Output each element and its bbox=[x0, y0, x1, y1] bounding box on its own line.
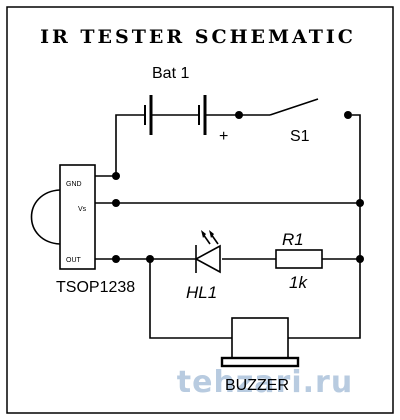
switch-symbol bbox=[269, 98, 319, 116]
wire-gnd-to-battery bbox=[115, 114, 145, 176]
switch-label: S1 bbox=[290, 128, 310, 145]
led-label: HL1 bbox=[186, 283, 217, 302]
junction-battery-plus bbox=[235, 111, 243, 119]
battery-label: Bat 1 bbox=[152, 65, 189, 82]
junction-out bbox=[112, 255, 120, 263]
diagram-title: IR TESTER SCHEMATIC bbox=[40, 26, 356, 48]
circuit-wires bbox=[95, 114, 361, 339]
junction-dots bbox=[112, 111, 364, 263]
diagram-border bbox=[6, 6, 394, 414]
resistor-value: 1k bbox=[289, 273, 308, 292]
sensor-body bbox=[59, 164, 96, 270]
wire-right-rail bbox=[352, 114, 361, 259]
watermark-text: tehzari.ru bbox=[177, 365, 353, 400]
resistor-label: R1 bbox=[282, 230, 304, 249]
junction-vs-left bbox=[112, 199, 120, 207]
led-symbol bbox=[194, 233, 221, 274]
sensor-lens bbox=[30, 189, 61, 245]
junction-resistor-right bbox=[356, 255, 364, 263]
sensor-label: TSOP1238 bbox=[56, 279, 135, 296]
battery-symbol bbox=[144, 95, 207, 135]
resistor-symbol bbox=[275, 249, 323, 269]
buzzer-label: BUZZER bbox=[225, 377, 289, 394]
junction-gnd bbox=[112, 172, 120, 180]
junction-switch-right bbox=[344, 111, 352, 119]
pin-out-label: OUT bbox=[66, 257, 82, 264]
buzzer-symbol bbox=[220, 317, 300, 368]
pin-gnd-label: GND bbox=[66, 181, 82, 188]
pin-vs-label: Vs bbox=[78, 206, 87, 213]
junction-buzzer-left bbox=[146, 255, 154, 263]
battery-plus-sign: + bbox=[219, 128, 228, 145]
led-light-arrows bbox=[201, 230, 214, 238]
wire-buzzer-left bbox=[149, 259, 232, 339]
junction-vs-right bbox=[356, 199, 364, 207]
wire-buzzer-right bbox=[288, 259, 361, 339]
